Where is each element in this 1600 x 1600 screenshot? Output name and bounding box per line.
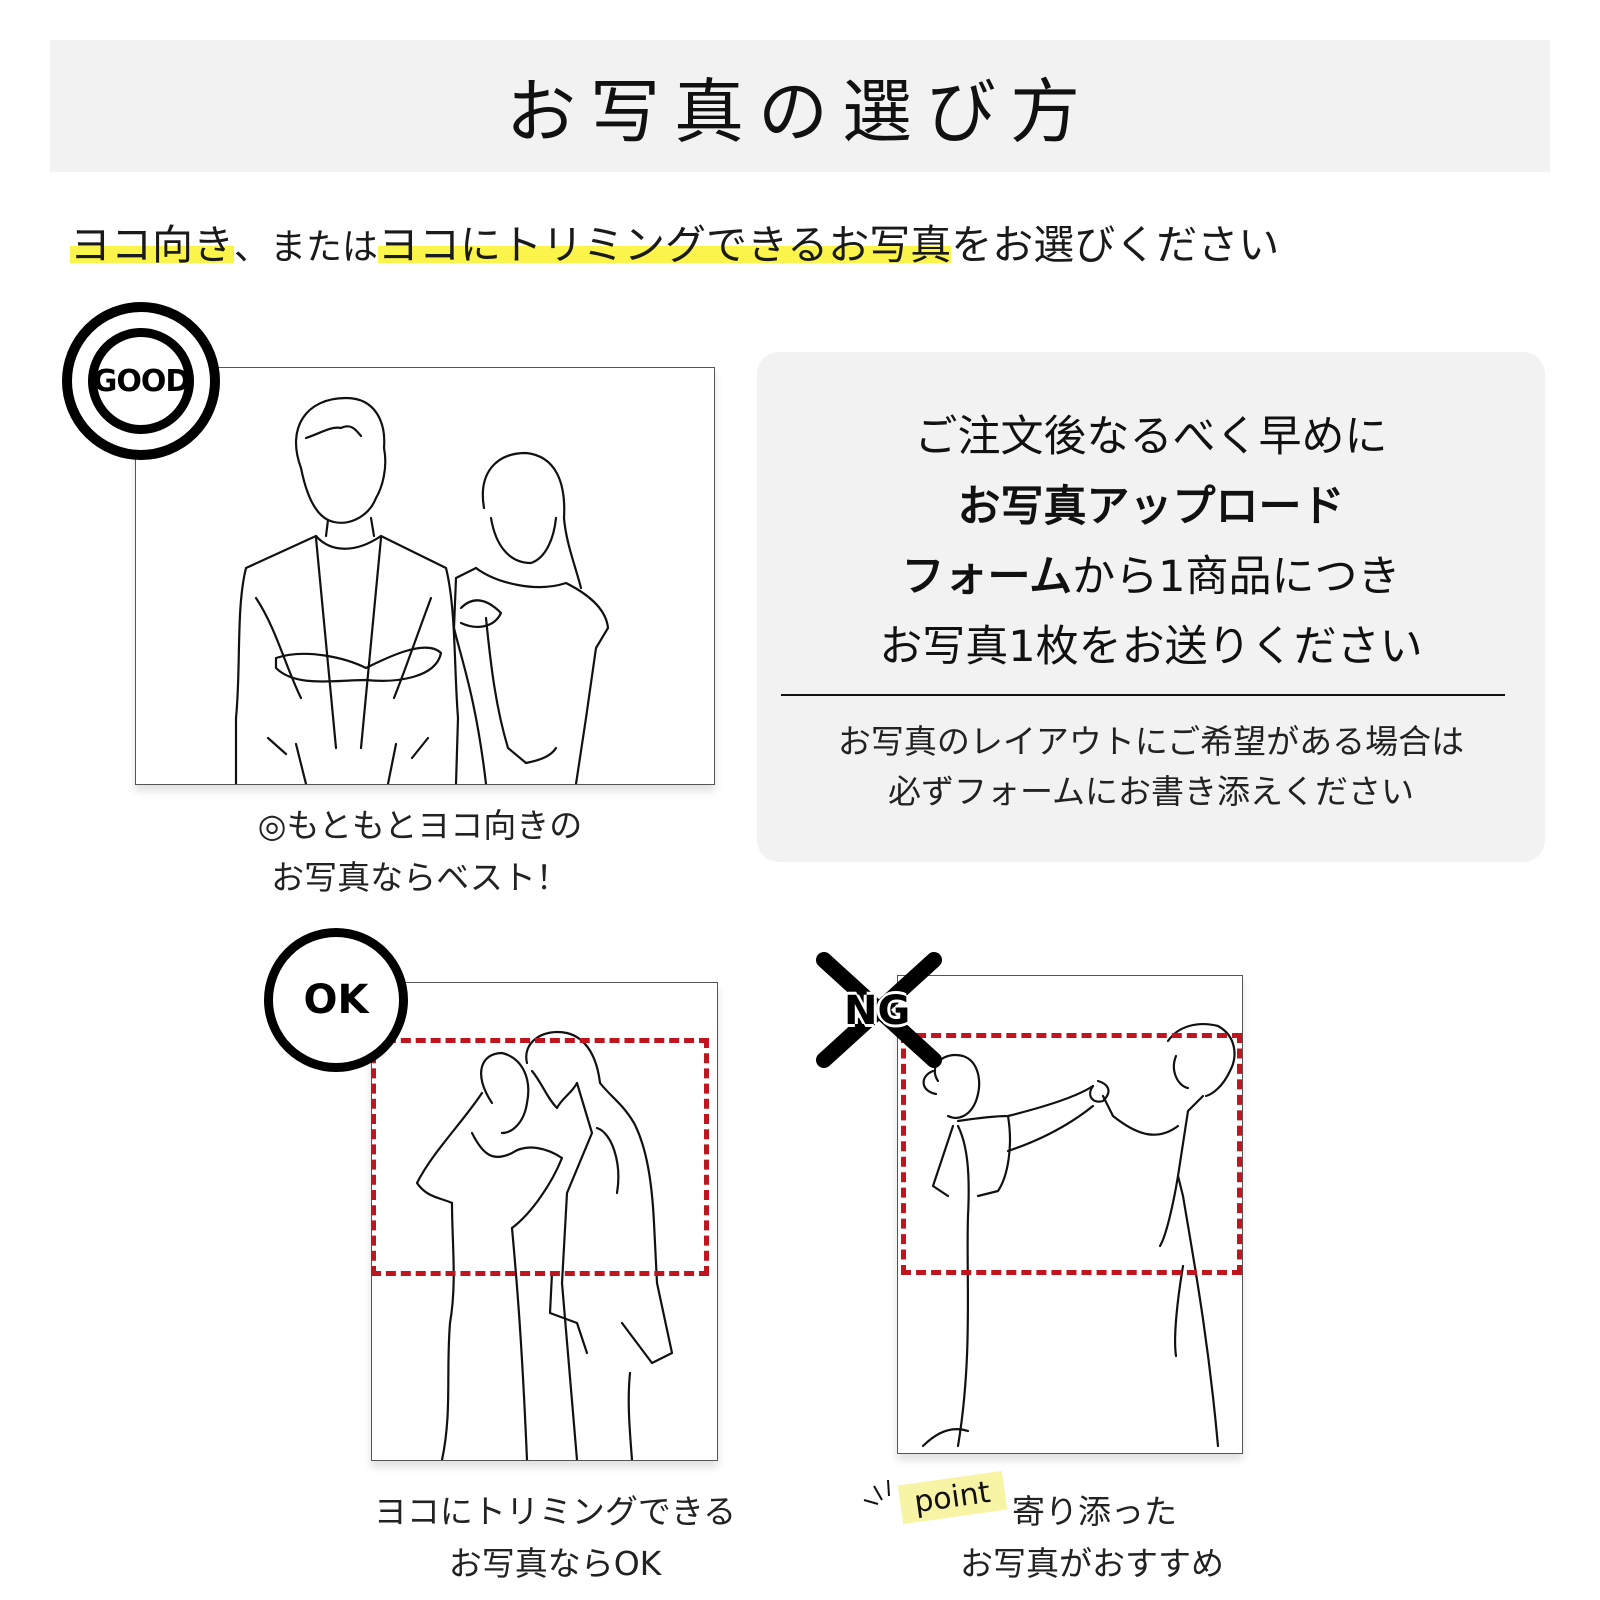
ng-badge-label: NG [844, 988, 911, 1034]
ng-caption: 寄り添った お写真がおすすめ [950, 1486, 1270, 1590]
ok-crop-guide [371, 1038, 709, 1276]
good-caption: ◎もともとヨコ向きの お写真ならベスト！ [200, 800, 640, 904]
subtitle-highlight-trim: ヨコにトリミングできるお写真 [378, 221, 952, 269]
page-title: お写真の選び方 [506, 70, 1094, 153]
instruction-note-line1: お写真のレイアウトにご希望がある場合は [837, 722, 1465, 761]
good-caption-line2: お写真ならベスト！ [271, 858, 569, 897]
instruction-note-line2: 必ずフォームにお書き添えください [887, 772, 1415, 811]
instruction-main-text: ご注文後なるべく早めに お写真アップロード フォームから1商品につき お写真1枚… [757, 402, 1545, 682]
ng-example-photo [897, 975, 1243, 1454]
title-banner: お写真の選び方 [50, 40, 1550, 172]
instruction-line1: ご注文後なるべく早めに [914, 412, 1388, 462]
good-example-photo [135, 367, 715, 785]
instruction-panel: ご注文後なるべく早めに お写真アップロード フォームから1商品につき お写真1枚… [757, 352, 1545, 862]
ng-caption-line2: お写真がおすすめ [960, 1544, 1224, 1583]
good-badge: GOOD [62, 302, 220, 460]
ok-example-photo [371, 982, 718, 1461]
instruction-divider [781, 694, 1505, 696]
form-label: フォーム [901, 552, 1073, 602]
cross-icon [816, 952, 942, 1068]
instruction-note: お写真のレイアウトにご希望がある場合は 必ずフォームにお書き添えください [757, 717, 1545, 817]
subtitle-highlight-landscape: ヨコ向き [70, 221, 234, 269]
couple-standing-illustration [234, 396, 610, 784]
ok-caption-line1: ヨコにトリミングできる [373, 1492, 737, 1531]
subtitle-text: 、または [234, 227, 379, 268]
good-badge-label: GOOD [92, 363, 191, 399]
ng-crop-guide [901, 1033, 1242, 1275]
ok-badge-label: OK [303, 977, 369, 1023]
subtitle-text-end: をお選びください [951, 221, 1280, 269]
ng-caption-line1: 寄り添った [1012, 1492, 1177, 1531]
ok-caption: ヨコにトリミングできる お写真ならOK [340, 1486, 770, 1590]
couple-dancing-illustration [921, 1023, 1236, 1448]
ok-badge: OK [264, 928, 408, 1072]
subtitle: ヨコ向き、またはヨコにトリミングできるお写真をお選びください [70, 210, 1540, 283]
sparkle-icon [862, 1478, 902, 1518]
instruction-line3: から1商品につき [1072, 552, 1401, 602]
good-badge-inner-ring: GOOD [88, 328, 194, 434]
upload-form-label: お写真アップロード [957, 482, 1345, 532]
instruction-line4: お写真1枚をお送りください [879, 622, 1423, 672]
ng-badge: NG [812, 948, 952, 1078]
good-caption-line1: ◎もともとヨコ向きの [257, 806, 583, 845]
ok-caption-line2: お写真ならOK [448, 1544, 662, 1583]
couple-embracing-illustration [415, 1030, 674, 1460]
